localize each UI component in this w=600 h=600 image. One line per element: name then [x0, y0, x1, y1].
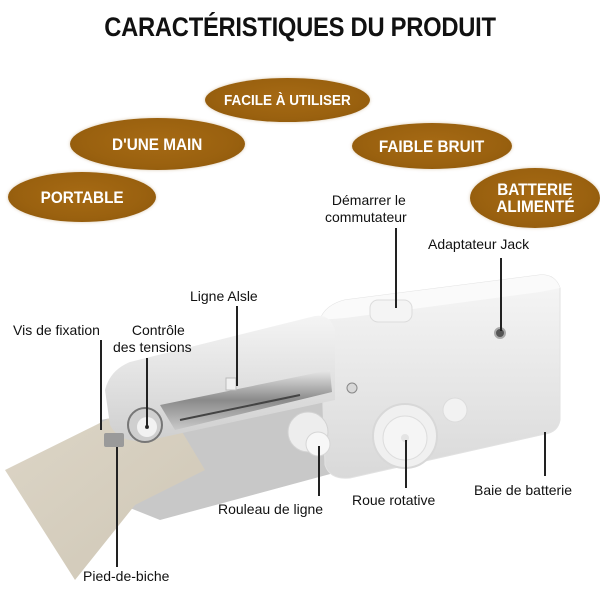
feature-badge-battery: BATTERIE ALIMENTÉ — [470, 168, 600, 228]
callout-line-set-screw — [100, 340, 102, 430]
feature-badge-label: D'UNE MAIN — [112, 134, 203, 154]
label-line: des tensions — [113, 339, 192, 355]
callout-line-battery-bay — [544, 432, 546, 476]
feature-badge-label-line2: ALIMENTÉ — [495, 197, 575, 216]
label-battery-bay: Baie de batterie — [474, 482, 573, 498]
label-line: Contrôle — [131, 322, 185, 338]
callout-line-jack — [500, 258, 502, 331]
feature-badge-label: PORTABLE — [40, 187, 124, 207]
label-line: Démarrer le — [331, 192, 406, 208]
callout-line-spool — [318, 446, 320, 496]
label-rotary-wheel: Roue rotative — [352, 492, 436, 508]
feature-badge-label: FACILE À UTILISER — [224, 91, 351, 109]
label-set-screw: Vis de fixation — [13, 322, 100, 338]
label-spool-roller: Rouleau de ligne — [218, 501, 324, 517]
callout-line-thread-guide — [236, 306, 238, 386]
label-thread-guide: Ligne Alsle — [190, 288, 258, 304]
label-line: commutateur — [325, 209, 407, 225]
feature-badge-one-hand: D'UNE MAIN — [70, 118, 245, 170]
feature-badge-easy: FACILE À UTILISER — [205, 78, 370, 122]
feature-badge-low-noise: FAIBLE BRUIT — [352, 123, 512, 169]
label-start-switch: Démarrer le commutateur — [325, 192, 407, 226]
callout-line-presser-foot — [116, 447, 118, 567]
callout-line-tension — [146, 358, 148, 428]
label-jack-adapter: Adaptateur Jack — [428, 236, 530, 252]
page-title: CARACTÉRISTIQUES DU PRODUIT — [104, 12, 496, 42]
callout-line-wheel — [405, 440, 407, 488]
label-presser-foot: Pied-de-biche — [83, 568, 170, 584]
label-tension-control: Contrôle des tensions — [113, 322, 192, 356]
feature-badge-label-line1: BATTERIE — [497, 180, 573, 199]
callout-line-start-switch — [395, 228, 397, 308]
feature-badge-label: FAIBLE BRUIT — [379, 136, 485, 156]
feature-badge-portable: PORTABLE — [8, 172, 156, 222]
